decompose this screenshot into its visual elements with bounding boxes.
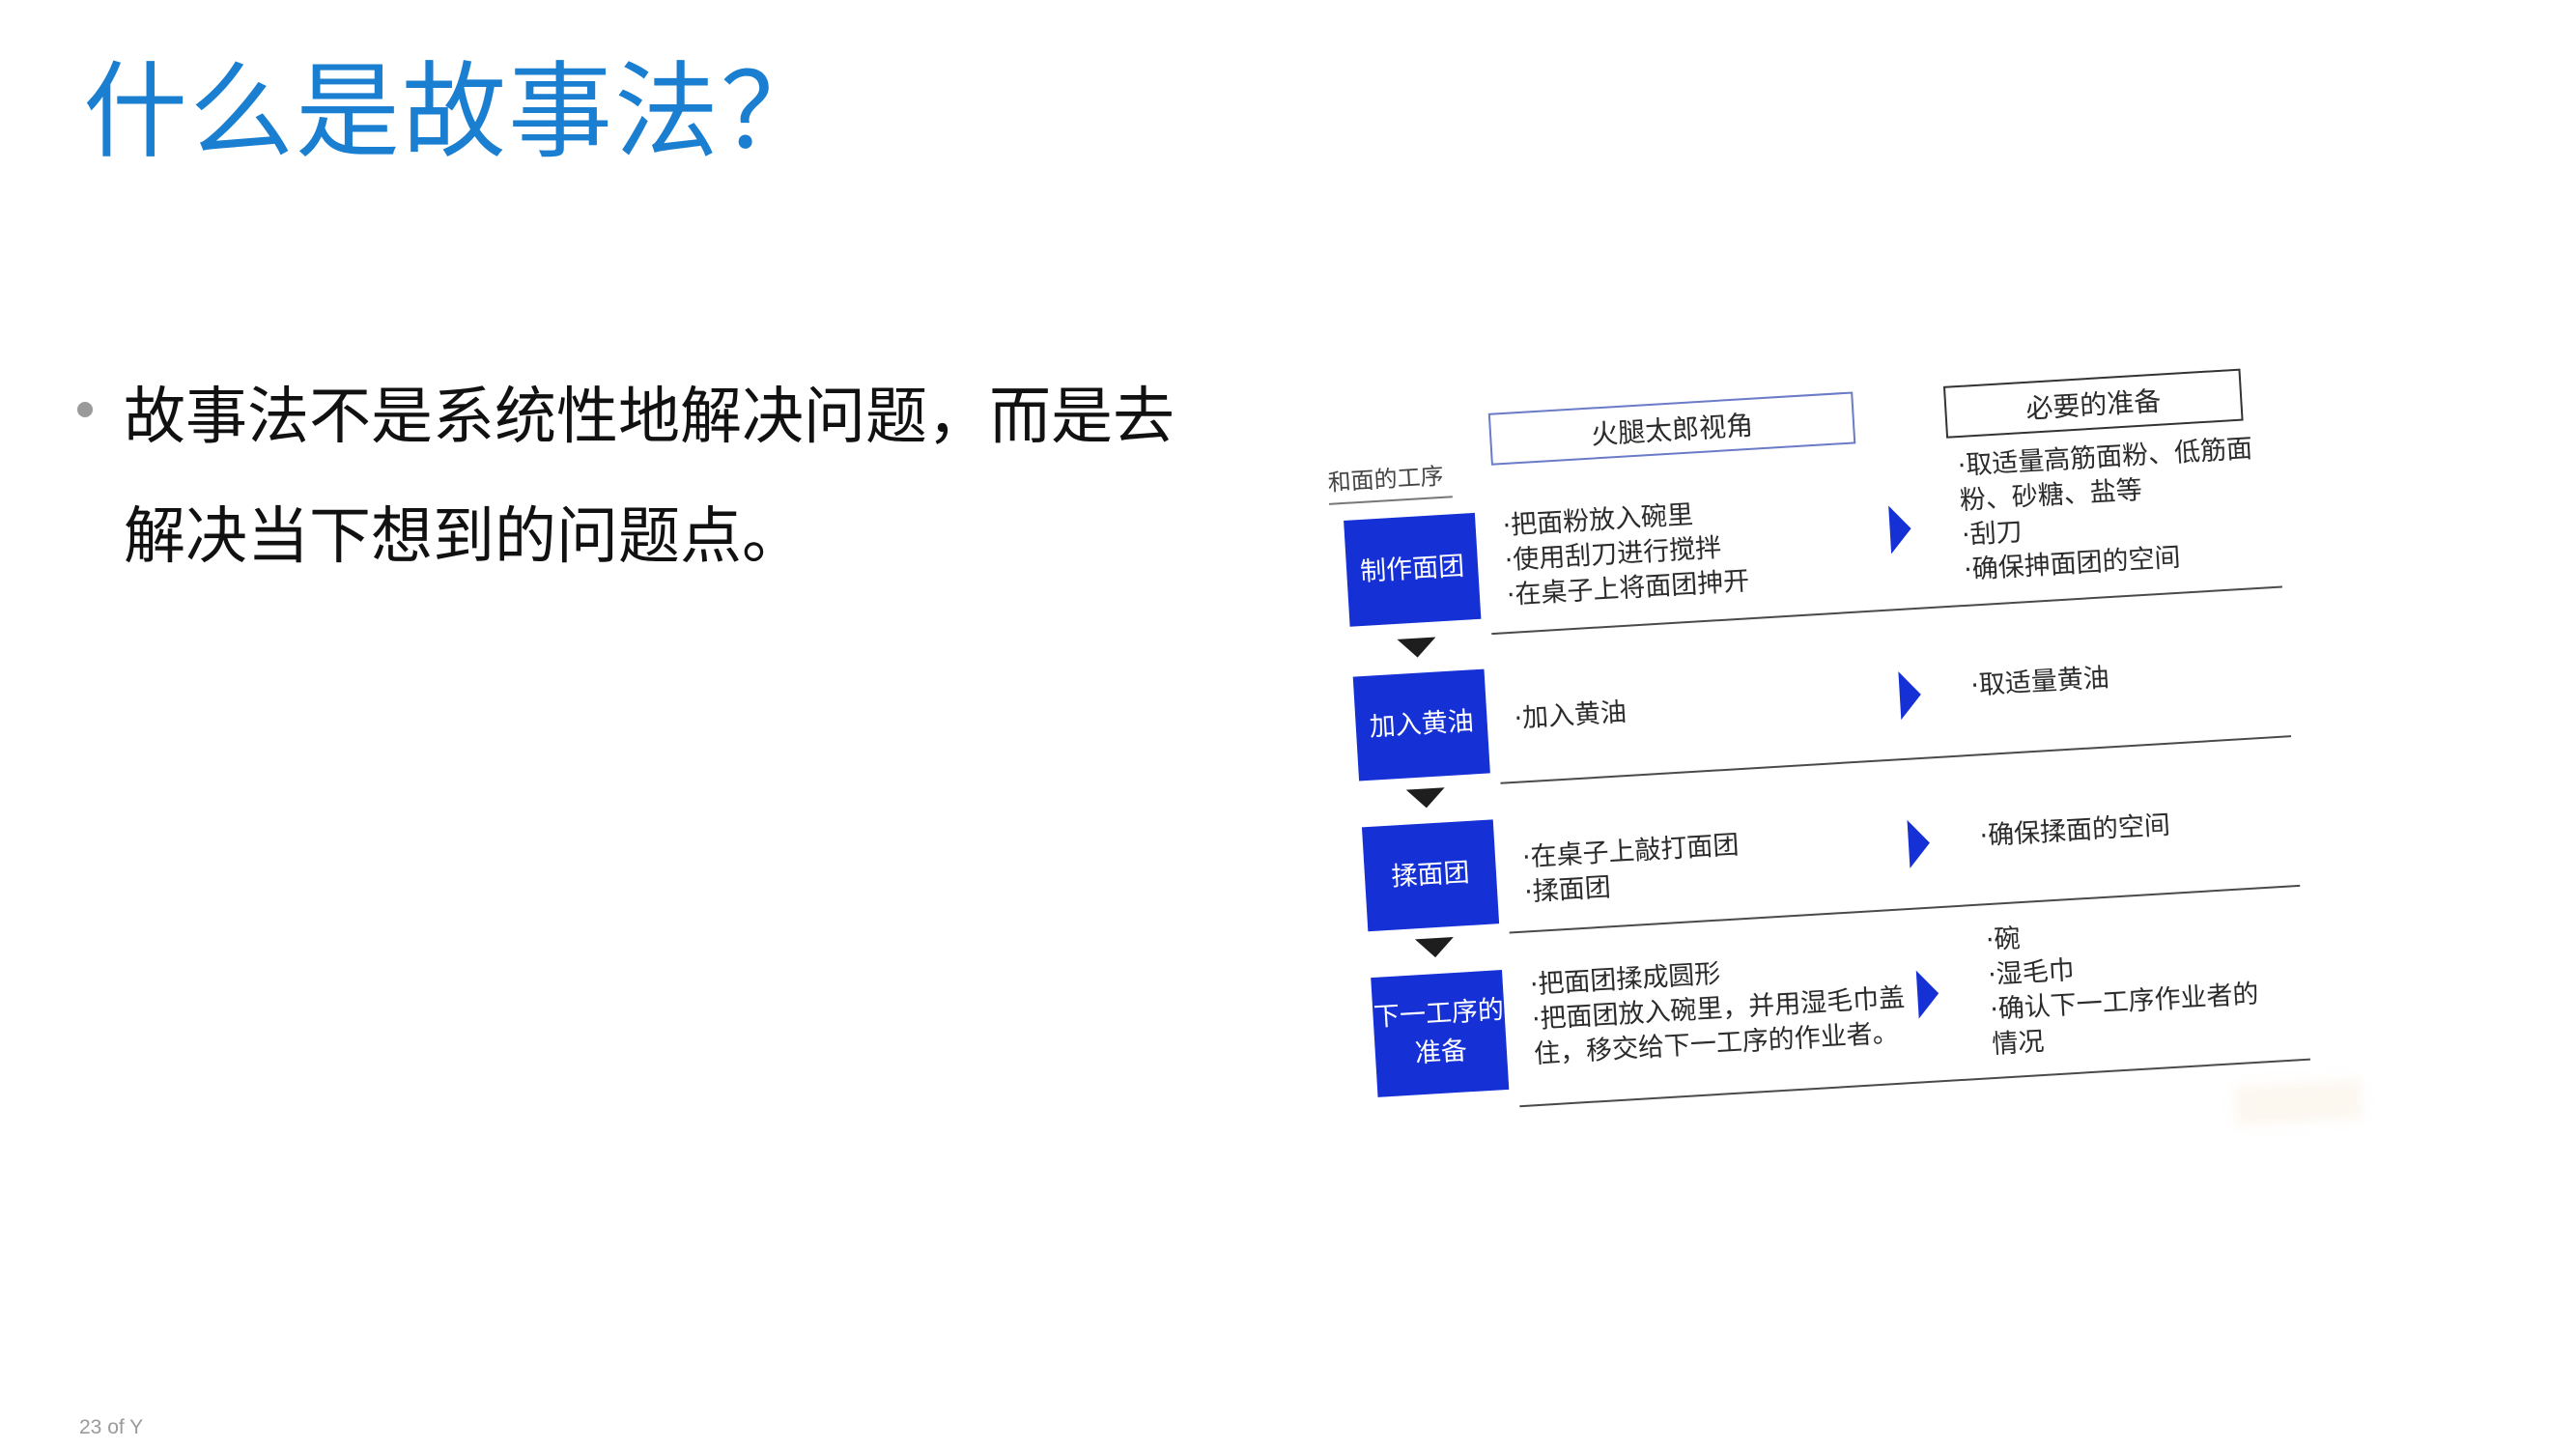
arrow-right-icon — [1888, 504, 1913, 554]
bullet-dot — [77, 402, 93, 417]
arrow-down-icon — [1397, 637, 1437, 659]
row-divider — [1500, 735, 2292, 784]
prep-list: ·取适量黄油 — [1969, 650, 2290, 704]
arrow-right-icon — [1907, 818, 1932, 868]
bullet-item: 故事法不是系统性地解决问题，而是去解决当下想到的问题点。 — [77, 357, 1217, 597]
process-column-header: 和面的工序 — [1326, 456, 1453, 505]
prep-item: ·确保揉面的空间 — [1978, 810, 2171, 852]
view-list: ·加入黄油 — [1514, 678, 1920, 737]
view-column-header: 火腿太郎视角 — [1487, 391, 1856, 466]
arrow-down-icon — [1414, 936, 1456, 959]
prep-item: ·取适量黄油 — [1969, 663, 2110, 701]
arrow-right-icon — [1915, 969, 1940, 1019]
page-number: 23 of Y — [79, 1416, 144, 1438]
step-box: 下一工序的准备 — [1371, 970, 1510, 1097]
prep-list: ·确保揉面的空间 — [1979, 801, 2300, 855]
photo-glare — [2234, 1079, 2363, 1126]
arrow-right-icon — [1898, 669, 1923, 721]
prep-list: ·碗 ·湿毛巾 ·确认下一工序作业者的情况 — [1985, 907, 2282, 1064]
prep-list: ·取适量高筋面粉、低筋面粉、砂糖、盐等 ·刮刀 ·确保抻面团的空间 — [1957, 431, 2283, 588]
bullet-text: 故事法不是系统性地解决问题，而是去解决当下想到的问题点。 — [124, 382, 1175, 573]
view-list: ·把面团揉成圆形 ·把面团放入碗里，并用湿毛巾盖住，移交给下一工序的作业者。 — [1529, 946, 1921, 1073]
step-box: 制作面团 — [1344, 512, 1482, 627]
view-list: ·把面粉放入碗里 ·使用刮刀进行搅拌 ·在桌子上将面团抻开 — [1502, 485, 1913, 613]
prep-column-header: 必要的准备 — [1942, 368, 2244, 439]
step-box: 揉面团 — [1361, 819, 1500, 932]
slide-title: 什么是故事法？ — [83, 52, 828, 173]
arrow-down-icon — [1405, 787, 1446, 810]
process-table-photo: 和面的工序 火腿太郎视角 必要的准备 制作面团 ·把面粉放入碗里 ·使用刮刀进行… — [1323, 348, 2363, 1178]
view-list: ·在桌子上敲打面团 ·揉面团 — [1521, 817, 1931, 911]
step-box: 加入黄油 — [1352, 668, 1490, 781]
view-item: ·加入黄油 — [1513, 696, 1628, 734]
